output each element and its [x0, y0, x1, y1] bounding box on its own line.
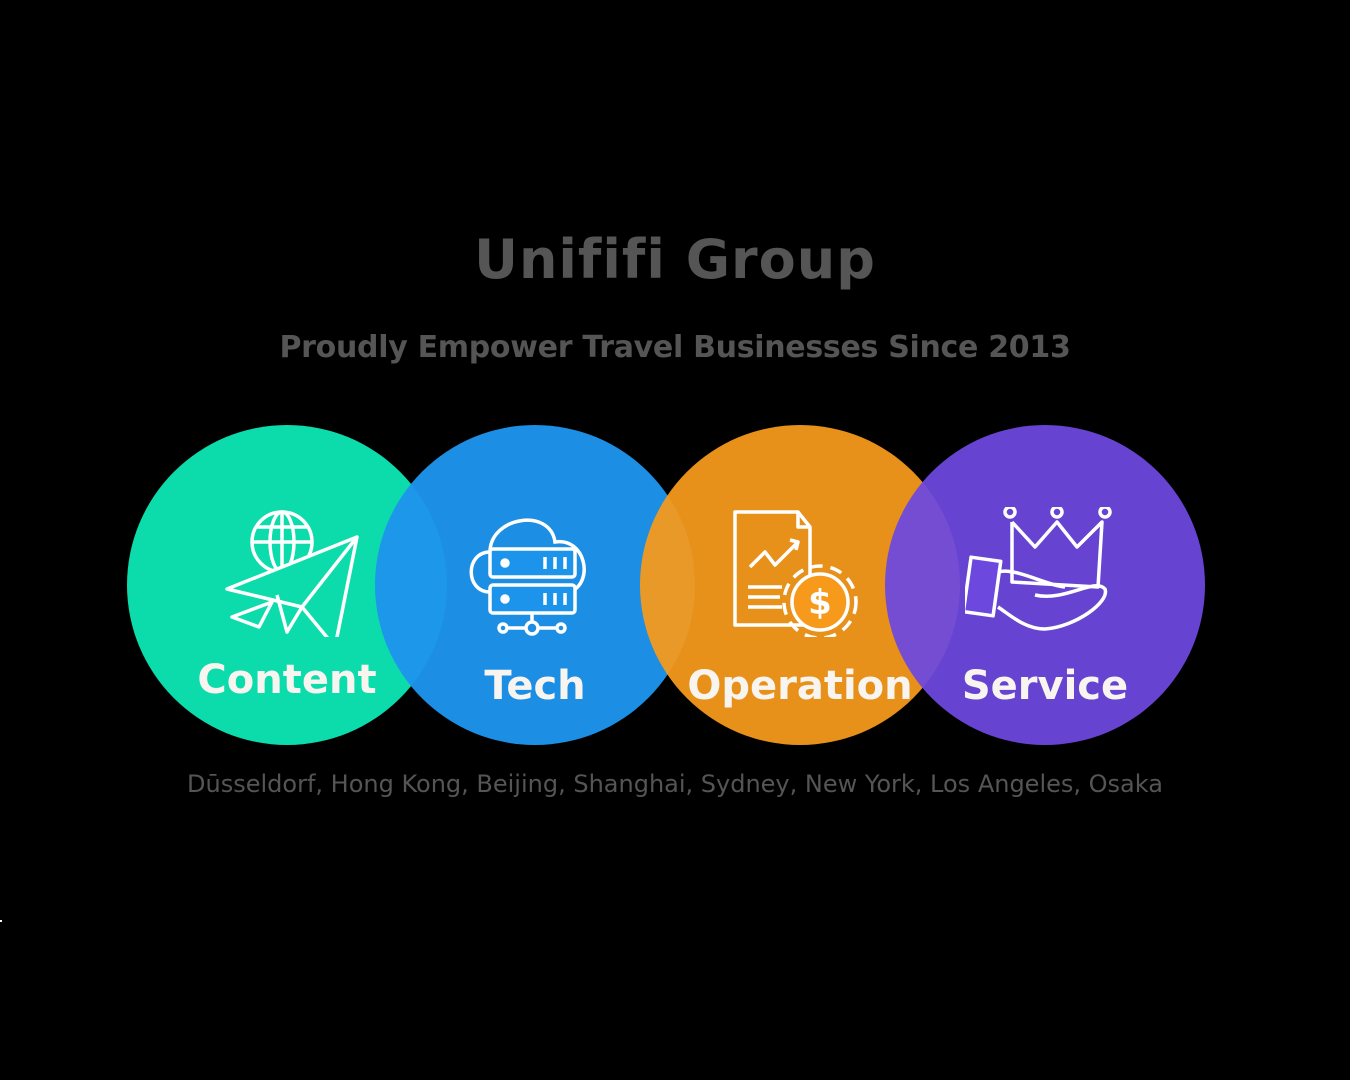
office-locations: Dūsseldorf, Hong Kong, Beijing, Shanghai… — [187, 770, 1163, 798]
page-subtitle: Proudly Empower Travel Businesses Since … — [279, 330, 1071, 365]
pillar-label: Tech — [484, 663, 586, 709]
report-gear-dollar-icon: $ — [733, 510, 858, 637]
page-title: Unififi Group — [474, 228, 876, 291]
svg-text:$: $ — [808, 583, 832, 623]
pillar-label: Content — [197, 657, 377, 703]
stray-dot — [0, 920, 2, 922]
paper-plane-globe-icon — [225, 510, 359, 637]
pillar-service: Service — [885, 425, 1205, 745]
pillar-label: Operation — [687, 663, 913, 709]
cloud-server-icon — [469, 518, 586, 636]
hand-crown-icon — [965, 507, 1112, 631]
pillar-label: Service — [961, 663, 1129, 709]
pillar-tech: Tech — [375, 425, 695, 745]
